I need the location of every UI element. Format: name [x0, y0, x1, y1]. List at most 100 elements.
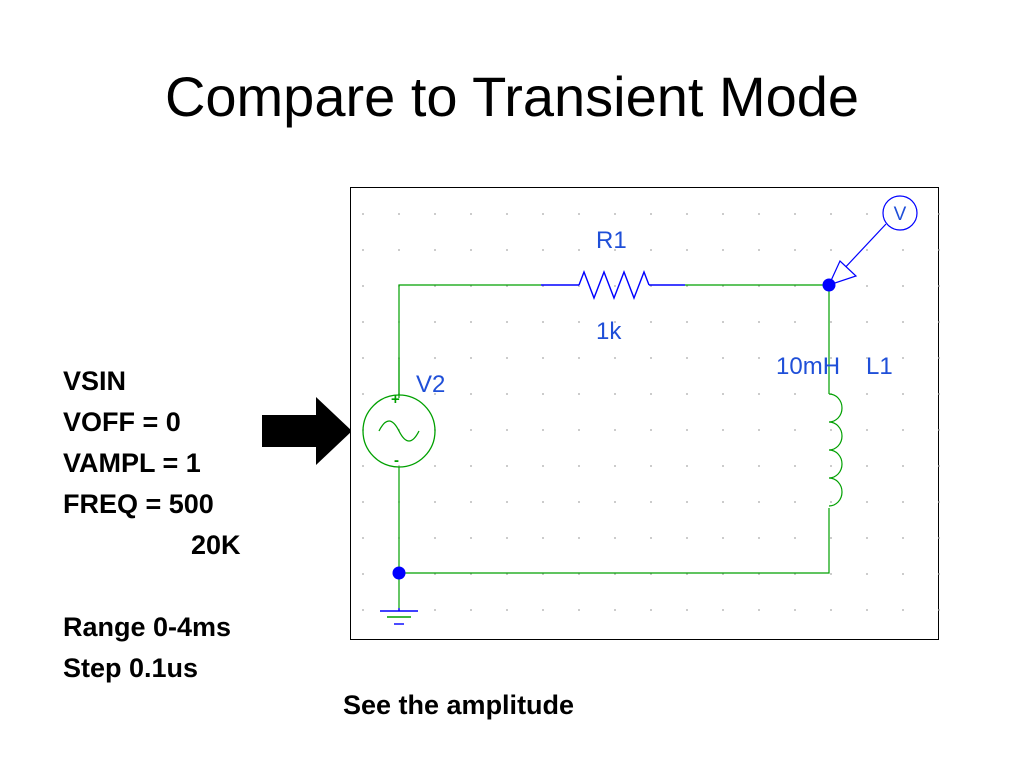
grid-dot [470, 213, 472, 215]
grid-dot [938, 357, 940, 359]
grid-dot [506, 213, 508, 215]
grid-dot [506, 357, 508, 359]
grid-dot [470, 249, 472, 251]
grid-dot [614, 429, 616, 431]
grid-dot [578, 609, 580, 611]
grid-dot [758, 537, 760, 539]
range-param: Range 0-4ms [63, 612, 232, 642]
grid-dot [578, 213, 580, 215]
grid-dot [542, 465, 544, 467]
grid-dot [506, 465, 508, 467]
grid-dot [434, 357, 436, 359]
grid-dot [686, 393, 688, 395]
grid-dot [506, 249, 508, 251]
grid-dot [794, 213, 796, 215]
ground-icon [380, 608, 418, 625]
grid-dot [434, 321, 436, 323]
grid-dot [614, 465, 616, 467]
grid-dot [470, 465, 472, 467]
grid-dot [614, 537, 616, 539]
voff-param: VOFF = 0 [63, 407, 181, 437]
grid-dot [362, 393, 364, 395]
resistor-r1 [541, 270, 685, 300]
grid-dot [866, 213, 868, 215]
grid-dot [758, 609, 760, 611]
grid-dot [722, 321, 724, 323]
grid-dot [794, 429, 796, 431]
grid-dot [722, 357, 724, 359]
grid-dot [722, 609, 724, 611]
grid-dot [650, 249, 652, 251]
freq-alt-param: 20K [191, 530, 241, 560]
grid-dot [614, 501, 616, 503]
grid-dot [470, 321, 472, 323]
grid-dot [542, 357, 544, 359]
grid-dot [866, 501, 868, 503]
grid-dot [362, 321, 364, 323]
schematic-canvas: R1 1k 10mH L1 V V2 + - [362, 195, 940, 625]
grid-dot [866, 357, 868, 359]
grid-dot [362, 249, 364, 251]
grid-dot [542, 393, 544, 395]
grid-dot [362, 213, 364, 215]
grid-dot [542, 501, 544, 503]
grid-dot [686, 429, 688, 431]
inductor-value-label: 10mH [776, 353, 840, 380]
grid-dot [434, 465, 436, 467]
grid-dot [758, 357, 760, 359]
voltage-source-v2 [362, 358, 436, 474]
grid-dot [470, 501, 472, 503]
grid-dot [362, 609, 364, 611]
grid-dot [902, 609, 904, 611]
grid-dot [830, 429, 832, 431]
grid-dot [614, 357, 616, 359]
grid-dot [866, 573, 868, 575]
grid-dot [578, 357, 580, 359]
slide-title: Compare to Transient Mode [164, 65, 860, 128]
grid-dot [506, 537, 508, 539]
grid-dot [578, 465, 580, 467]
grid-dot [866, 609, 868, 611]
grid-dot [902, 285, 904, 287]
grid-dot [434, 213, 436, 215]
grid-dot [434, 537, 436, 539]
grid-dot [362, 501, 364, 503]
grid-dot [866, 393, 868, 395]
grid-dot [542, 429, 544, 431]
grid-dot [794, 465, 796, 467]
grid-dot [398, 249, 400, 251]
grid-dot [866, 429, 868, 431]
grid-dot [938, 393, 940, 395]
grid-dot [362, 285, 364, 287]
grid-dot [470, 609, 472, 611]
grid-dot [938, 321, 940, 323]
grid-dot [362, 357, 364, 359]
grid-dot [722, 537, 724, 539]
grid-dot [722, 429, 724, 431]
grid-dot [650, 537, 652, 539]
grid-dot [794, 249, 796, 251]
grid-dot [722, 501, 724, 503]
grid-dot [686, 465, 688, 467]
grid-dot [650, 321, 652, 323]
grid-dot [794, 609, 796, 611]
grid-dot [434, 393, 436, 395]
grid-dot [902, 321, 904, 323]
freq-param: FREQ = 500 [63, 489, 214, 519]
grid-dot [938, 249, 940, 251]
grid-dot [470, 357, 472, 359]
grid-dot [434, 249, 436, 251]
grid-dot [830, 501, 832, 503]
vampl-param: VAMPL = 1 [63, 448, 201, 478]
grid-dot [722, 249, 724, 251]
grid-dot [758, 501, 760, 503]
grid-dot [938, 429, 940, 431]
grid-dot [542, 609, 544, 611]
junction-top-right [822, 278, 836, 292]
grid-dot [542, 537, 544, 539]
grid-dot [686, 609, 688, 611]
grid-dot [614, 321, 616, 323]
grid-dot [902, 249, 904, 251]
grid-dot [902, 573, 904, 575]
resistor-ref-label: R1 [596, 227, 627, 254]
